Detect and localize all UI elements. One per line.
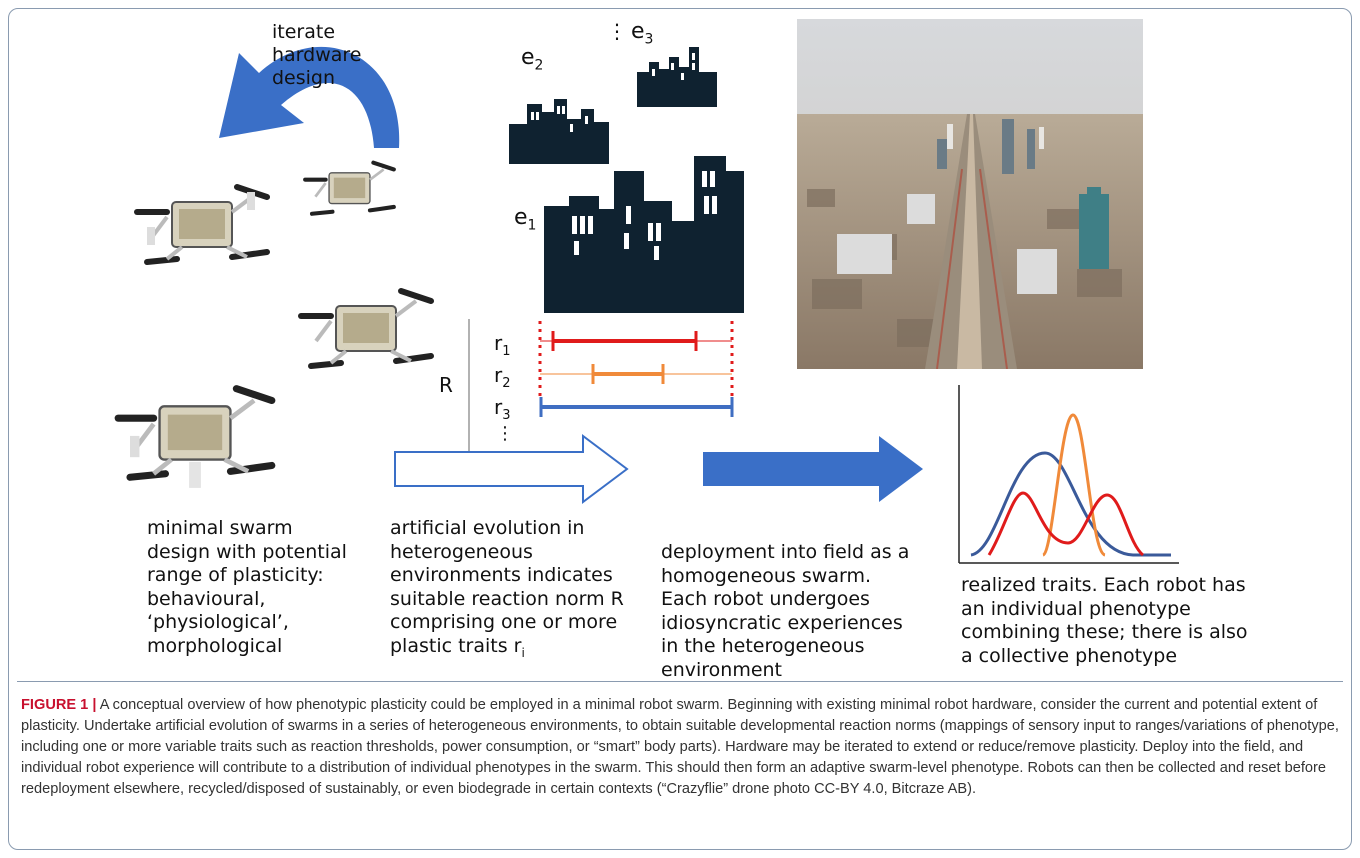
caption-divider — [17, 681, 1343, 682]
figure-caption: FIGURE 1 | A conceptual overview of how … — [21, 695, 1341, 800]
stage-text-3: deployment into field as a homogeneous s… — [661, 541, 910, 681]
curve-red — [987, 491, 1145, 557]
trait-label-dots: ⋮ — [496, 423, 514, 444]
curved-arrow-icon — [219, 46, 400, 148]
phenotype-distribution-plot — [958, 385, 1179, 564]
caption-head: FIGURE 1 | — [21, 697, 97, 713]
stage-text-1: minimal swarm design with potential rang… — [147, 517, 347, 657]
iterate-label: iterate hardware design — [272, 21, 362, 89]
reaction-ranges — [538, 321, 734, 417]
env-label-e3: e3 — [631, 19, 654, 48]
caption-body: A conceptual overview of how phenotypic … — [21, 697, 1339, 797]
reaction-bracket — [468, 319, 470, 453]
figure-frame: iterate hardware design ⋮ e2 e3 e1 — [8, 8, 1352, 850]
env-dots: ⋮ — [607, 19, 627, 43]
city-icon-e3 — [637, 47, 717, 107]
env-label-e1: e1 — [514, 205, 537, 234]
hollow-arrow-icon — [394, 434, 629, 504]
trait-label-r2: r2 — [494, 363, 511, 391]
trait-label-r3: r3 — [494, 395, 511, 423]
drone-icon — [298, 288, 434, 369]
reaction-norm-R: R — [439, 373, 453, 397]
city-icon-e1 — [544, 156, 744, 313]
drone-icon — [134, 184, 270, 265]
curve-orange — [1041, 413, 1106, 557]
trait-label-r1: r1 — [494, 331, 511, 359]
aerial-city-photo — [797, 19, 1143, 369]
stage-text-2: artificial evolution in heterogeneous en… — [390, 517, 624, 660]
city-icon-e2 — [509, 99, 609, 164]
solid-arrow-icon — [703, 436, 923, 502]
env-label-e2: e2 — [521, 45, 544, 74]
drone-icon — [114, 385, 276, 488]
drone-icon — [303, 160, 396, 216]
curve-blue — [970, 451, 1171, 557]
stage-text-4: realized traits. Each robot has an indiv… — [961, 574, 1248, 667]
